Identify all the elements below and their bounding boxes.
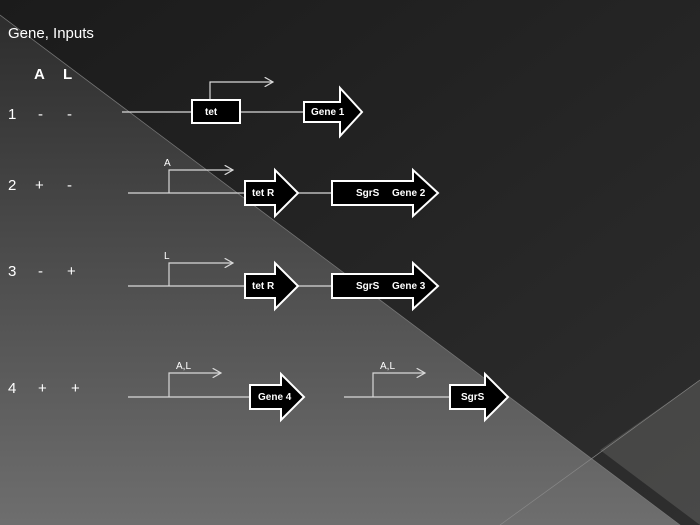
title: Gene, Inputs bbox=[8, 25, 94, 42]
row-number: 1 bbox=[8, 106, 16, 123]
tetr-label: tet R bbox=[252, 188, 275, 199]
row-l-input: + bbox=[67, 263, 76, 280]
header-a: A bbox=[34, 66, 45, 83]
promoter-arrow bbox=[372, 373, 425, 397]
sgrs-gene3-arrow bbox=[331, 260, 440, 312]
sgrs-label: SgrS bbox=[461, 392, 485, 403]
gene1-label: Gene 1 bbox=[311, 107, 345, 118]
promoter-arrow bbox=[168, 170, 233, 193]
gene4-label: Gene 4 bbox=[258, 392, 292, 403]
promoter-arrow bbox=[168, 263, 233, 286]
promoter-label: A,L bbox=[176, 361, 191, 372]
promoter-label: A bbox=[164, 158, 171, 169]
row-a-input: - bbox=[38, 263, 43, 280]
gene1-arrow bbox=[303, 85, 364, 139]
tetr-label: tet R bbox=[252, 281, 275, 292]
tetr-arrow bbox=[244, 167, 300, 219]
gene2-label: Gene 2 bbox=[392, 188, 426, 199]
promoter-label: L bbox=[164, 251, 170, 262]
promoter-label: A,L bbox=[380, 361, 395, 372]
gene3-label: Gene 3 bbox=[392, 281, 426, 292]
tetr-arrow bbox=[244, 260, 300, 312]
diagonal-line-2 bbox=[499, 379, 700, 525]
row-number: 3 bbox=[8, 263, 16, 280]
promoter-arrow bbox=[168, 373, 221, 397]
row-number: 4 bbox=[8, 380, 16, 397]
corner-facet bbox=[600, 380, 700, 525]
gene4-arrow bbox=[249, 371, 306, 423]
sgrs-label: SgrS bbox=[356, 281, 380, 292]
row-l-input: - bbox=[67, 177, 72, 194]
sgrs-gene2-arrow bbox=[331, 167, 440, 219]
promoter-arrow bbox=[209, 82, 273, 100]
header-l: L bbox=[63, 66, 72, 83]
row-a-input: + bbox=[38, 380, 47, 397]
tet-label: tet bbox=[205, 107, 218, 118]
row-l-input: - bbox=[67, 106, 72, 123]
tet-operator-box bbox=[191, 99, 241, 124]
row-a-input: + bbox=[35, 177, 44, 194]
row-a-input: - bbox=[38, 106, 43, 123]
row-number: 2 bbox=[8, 177, 16, 194]
sgrs-arrow bbox=[449, 371, 510, 423]
sgrs-label: SgrS bbox=[356, 188, 380, 199]
row-l-input: + bbox=[71, 380, 80, 397]
